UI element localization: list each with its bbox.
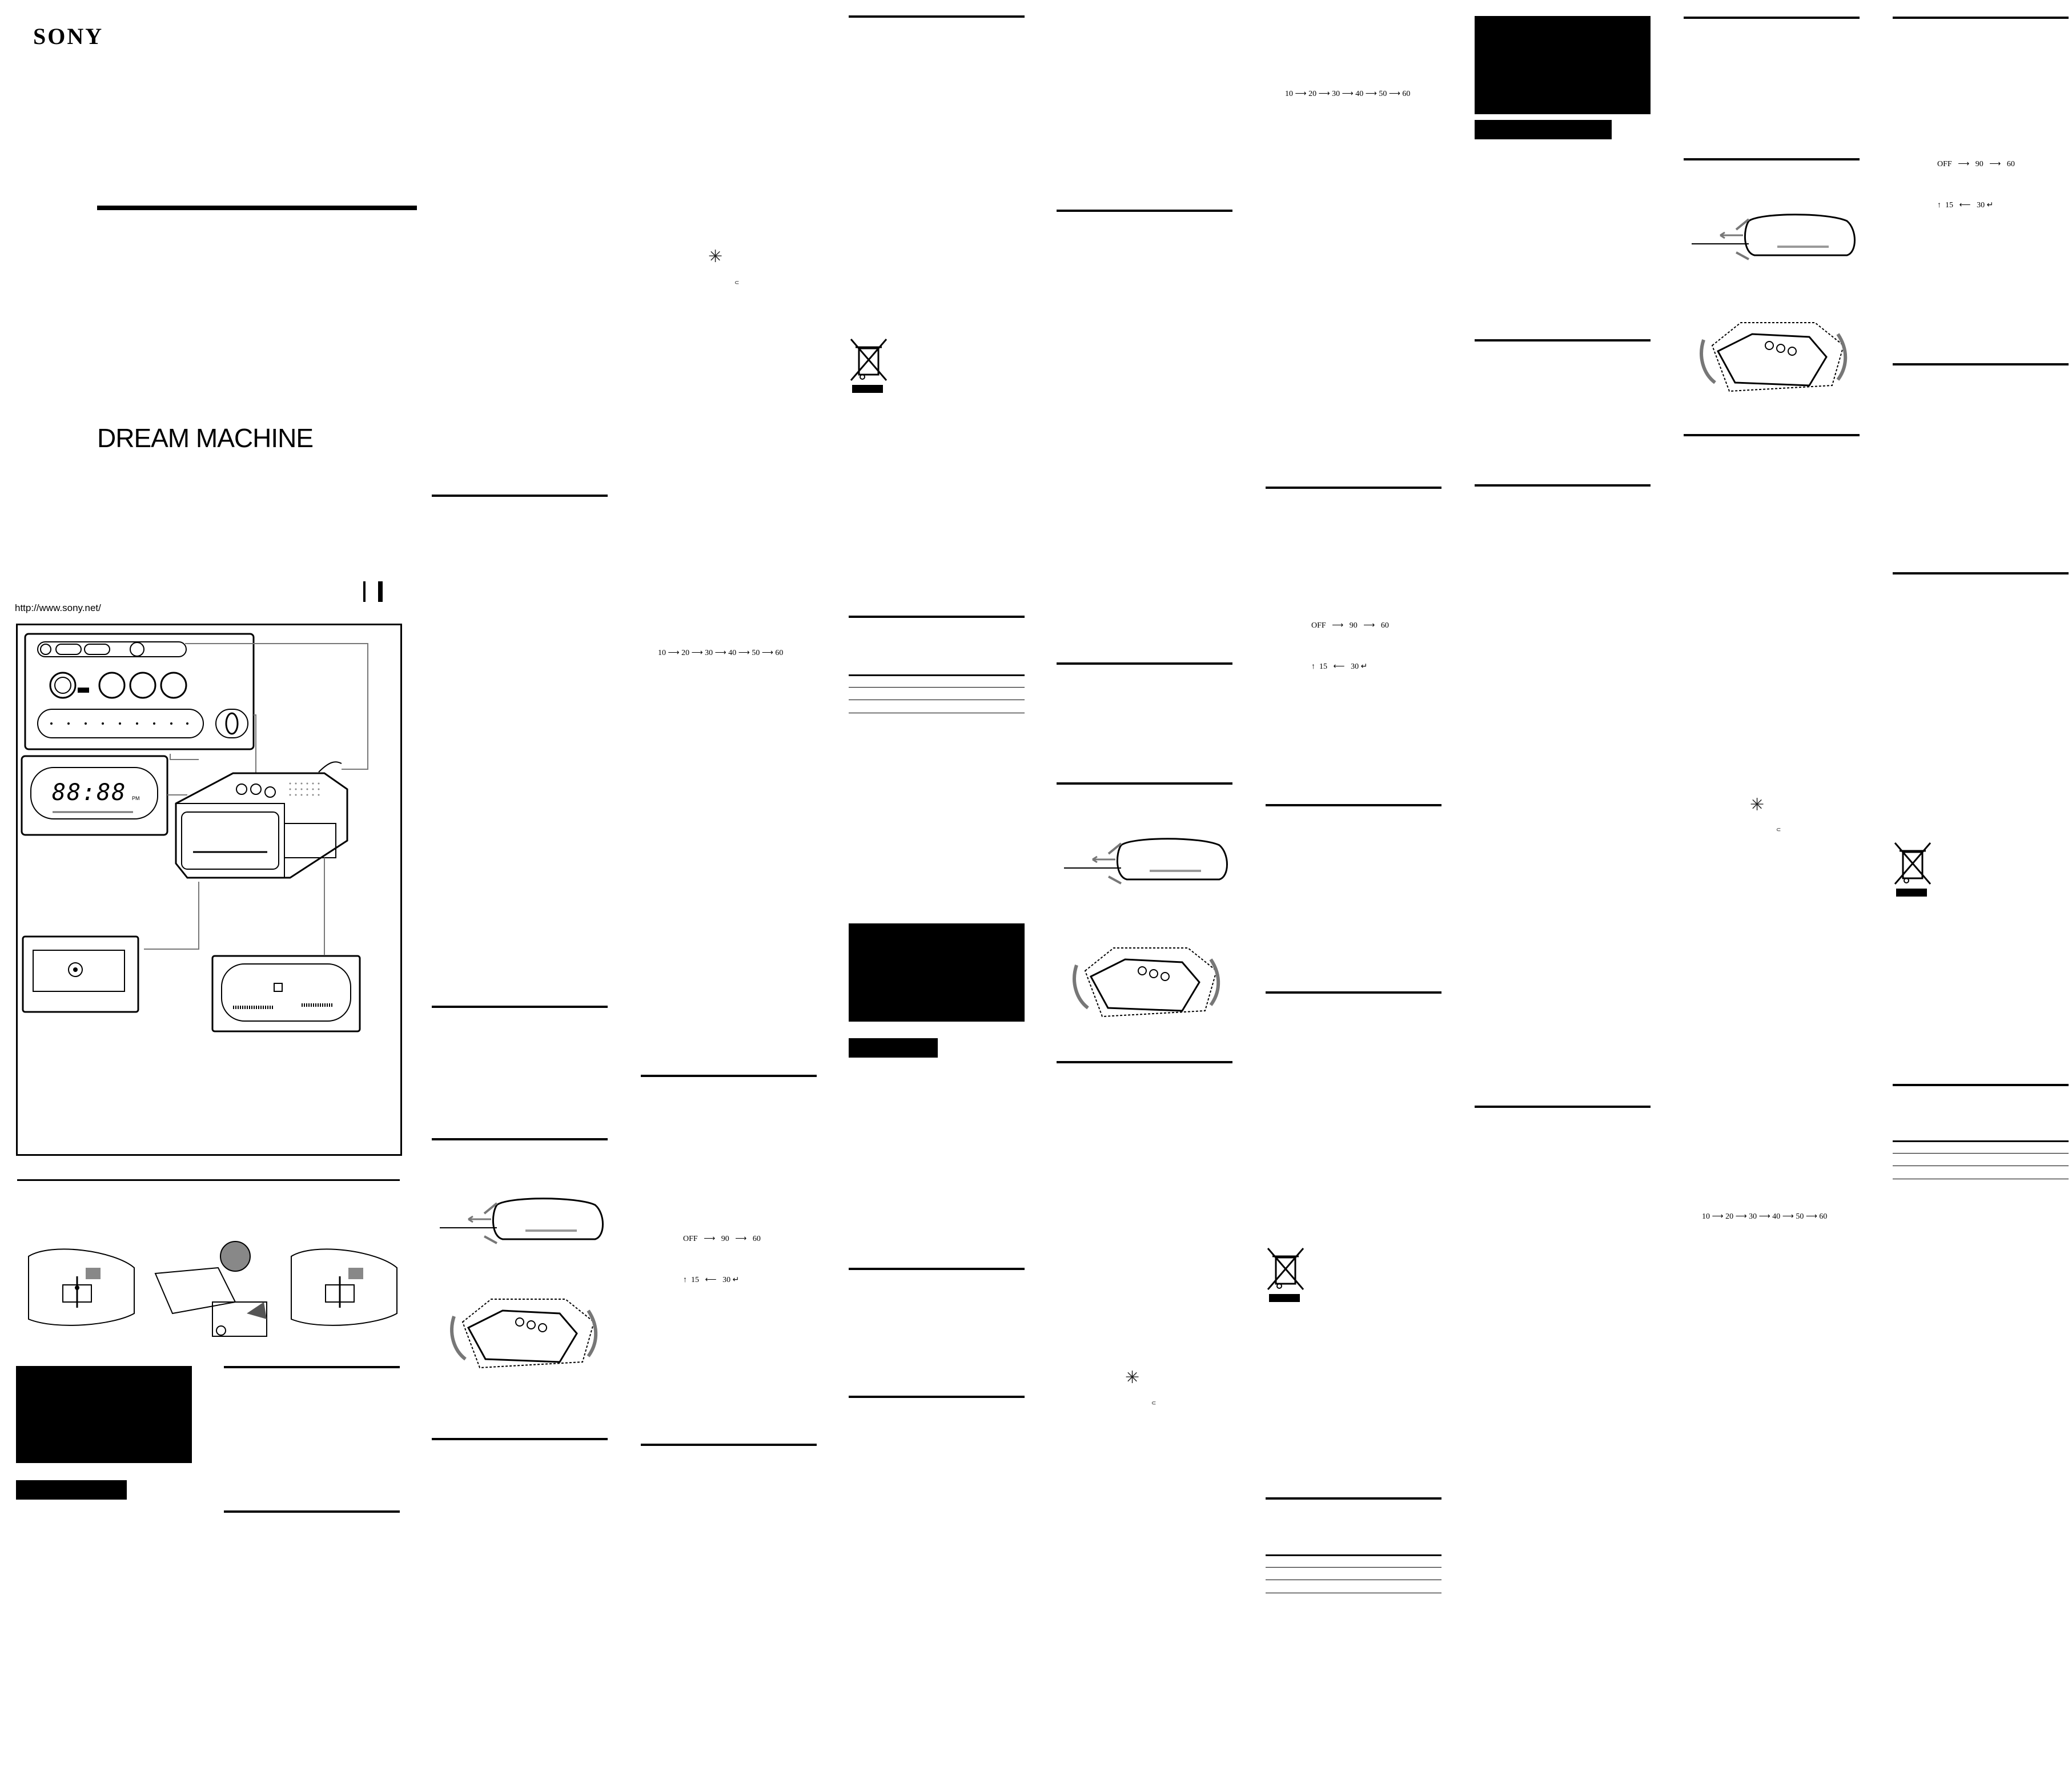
battery-step-3-illustration	[291, 1248, 397, 1326]
battery-section-rule	[17, 1179, 400, 1181]
right-arrow-icon: ⟶	[1712, 1212, 1724, 1221]
c9-weee-bin-icon	[1894, 842, 1932, 897]
right-arrow-icon: ⟶	[1782, 1212, 1794, 1221]
c7-rule-3	[1475, 1106, 1651, 1108]
c5-rule-3	[1057, 782, 1232, 785]
right-arrow-icon: ⟶	[761, 649, 773, 657]
c8-rule-2	[1684, 158, 1860, 160]
c9-rule-4	[1893, 1084, 2069, 1086]
cover-language-tab	[16, 1480, 127, 1500]
c4-table-rule-1	[849, 674, 1025, 676]
c6-rule-2	[1266, 804, 1441, 806]
product-name: DREAM MACHINE	[97, 423, 314, 453]
c3-snooze-sequence: 10 ⟶ 20 ⟶ 30 ⟶ 40 ⟶ 50 ⟶ 60	[658, 649, 784, 657]
battery-step-2-illustration	[154, 1241, 267, 1337]
c8-backup-sparkle-icon: ✳	[1750, 795, 1765, 814]
c9-rule-2	[1893, 363, 2069, 365]
c1-rule-b	[224, 1510, 400, 1513]
c2-rule-1	[432, 495, 608, 497]
c3-rule-1	[641, 1075, 817, 1077]
battery-step-1-illustration	[28, 1248, 135, 1326]
right-arrow-icon: ⟶	[1388, 90, 1400, 98]
right-arrow-icon: ⟶	[1805, 1212, 1817, 1221]
c2-rule-3	[432, 1138, 608, 1140]
display-pm: PM	[132, 795, 140, 801]
c4-language-tab	[849, 1038, 938, 1058]
c4-rule-1	[849, 15, 1025, 18]
c7-language-block	[1475, 16, 1651, 114]
c4-rule-4	[849, 1396, 1025, 1398]
c3-rule-2	[641, 1444, 817, 1446]
right-arrow-icon: ⟶	[691, 649, 703, 657]
right-arrow-icon: ⟶	[1342, 90, 1354, 98]
c7-rule-2	[1475, 484, 1651, 487]
c8-pull-tab-illustration	[1692, 214, 1856, 260]
c1-rule-a	[224, 1366, 400, 1368]
c8-rule-3	[1684, 434, 1860, 436]
c6-rule-4	[1266, 1497, 1441, 1500]
c2-rule-4	[432, 1438, 608, 1440]
right-arrow-icon: ⟶	[1735, 1212, 1747, 1221]
c3-backup-sparkle-icon: ✳	[708, 247, 723, 266]
c6-rule-1	[1266, 487, 1441, 489]
c4-rule-2	[849, 616, 1025, 618]
c3-sleep-sequence: OFF ⟶ 90 ⟶ 60 ↑ 15 ⟵ 30 ↵	[683, 1235, 761, 1284]
c8-snooze-sequence: 10 ⟶ 20 ⟶ 30 ⟶ 40 ⟶ 50 ⟶ 60	[1702, 1212, 1828, 1221]
c9-rule-3	[1893, 572, 2069, 574]
lang-bar-1	[363, 581, 366, 602]
dream-machine-illustration	[21, 633, 368, 1032]
right-arrow-icon: ⟶	[738, 649, 750, 657]
c9-table-rule-1	[1893, 1140, 2069, 1142]
cover-language-block	[16, 1366, 192, 1463]
c2-pull-tab-illustration	[440, 1198, 604, 1244]
c5-pull-tab-illustration	[1064, 838, 1228, 885]
c6-weee-bin-icon	[1267, 1248, 1304, 1302]
c8-backup-small-icon: ⊂	[1776, 827, 1781, 833]
c5-rule-1	[1057, 210, 1232, 212]
sony-logo: SONY	[33, 23, 104, 49]
c6-snooze-sequence: 10 ⟶ 20 ⟶ 30 ⟶ 40 ⟶ 50 ⟶ 60	[1285, 90, 1411, 98]
c8-rotate-illustration	[1700, 322, 1848, 392]
c5-rotate-illustration	[1073, 947, 1220, 1018]
right-arrow-icon: ⟶	[1318, 90, 1330, 98]
c5-backup-small-icon: ⊂	[1151, 1400, 1157, 1407]
c4-language-block	[849, 923, 1025, 1022]
c2-rule-2	[432, 1006, 608, 1008]
product-illustration-frame: 88:88 PM	[16, 624, 402, 1156]
c8-rule-1	[1684, 17, 1860, 19]
c7-rule-1	[1475, 339, 1651, 341]
c9-rule-1	[1893, 17, 2069, 19]
c6-table-rule-1	[1266, 1554, 1441, 1556]
sony-url[interactable]: http://www.sony.net/	[15, 602, 101, 613]
c6-sleep-sequence: OFF ⟶ 90 ⟶ 60 ↑ 15 ⟵ 30 ↵	[1311, 621, 1389, 671]
c5-backup-sparkle-icon: ✳	[1125, 1368, 1140, 1387]
right-arrow-icon: ⟶	[714, 649, 726, 657]
c4-rule-3	[849, 1268, 1025, 1270]
c9-table-rule-2	[1893, 1153, 2069, 1154]
c4-table-rule-2	[849, 687, 1025, 688]
right-arrow-icon: ⟶	[668, 649, 680, 657]
c4-weee-bin-icon	[850, 339, 888, 393]
cover-title-rule	[97, 206, 417, 210]
c3-backup-small-icon: ⊂	[734, 280, 740, 286]
c5-rule-4	[1057, 1061, 1232, 1063]
c2-rotate-illustration	[450, 1299, 598, 1369]
display-digits: 88:88	[52, 779, 127, 806]
c9-sleep-sequence: OFF ⟶ 90 ⟶ 60 ↑ 15 ⟵ 30 ↵	[1937, 160, 2015, 210]
c7-language-tab	[1475, 120, 1612, 139]
c6-rule-3	[1266, 991, 1441, 994]
right-arrow-icon: ⟶	[1758, 1212, 1770, 1221]
right-arrow-icon: ⟶	[1365, 90, 1377, 98]
c5-rule-2	[1057, 662, 1232, 665]
lang-bar-2	[378, 581, 383, 602]
c6-table-rule-2	[1266, 1567, 1441, 1568]
right-arrow-icon: ⟶	[1295, 90, 1307, 98]
